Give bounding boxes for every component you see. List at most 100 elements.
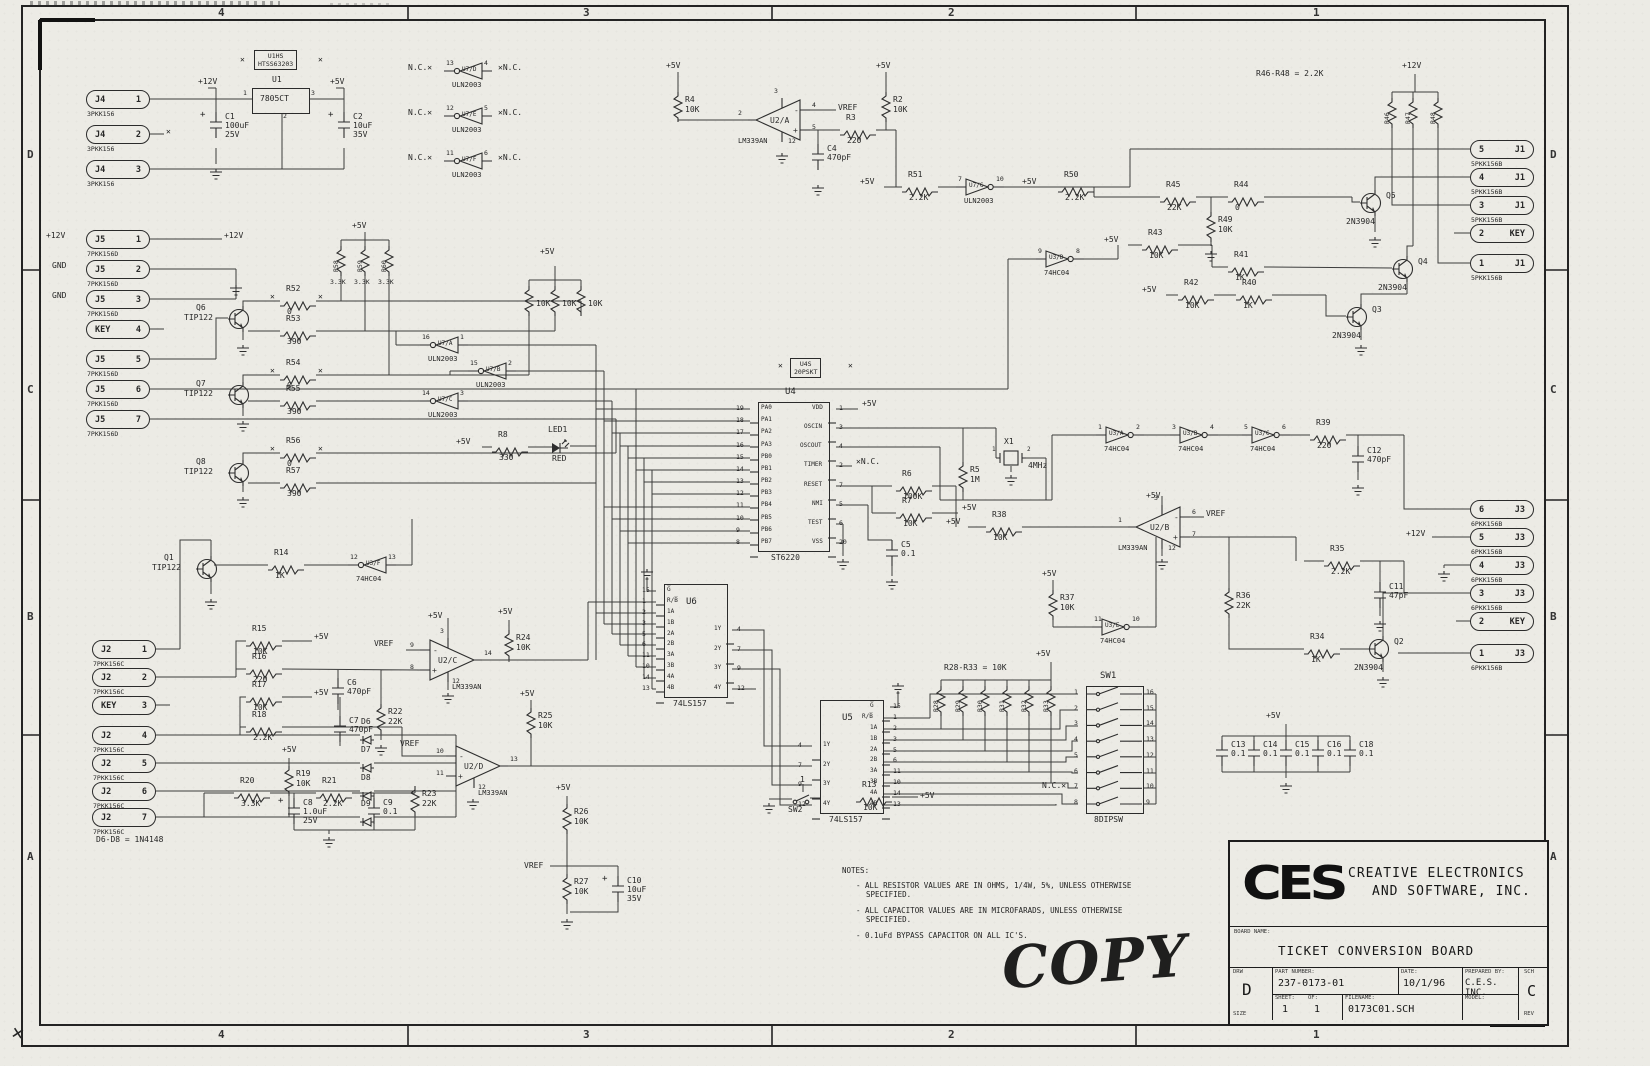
- pin-number: 8: [736, 538, 740, 546]
- resistor-name: R24: [516, 633, 531, 642]
- resistor-r44: [1228, 192, 1264, 211]
- resistor-r27: [561, 874, 573, 908]
- pin-number: 14: [422, 389, 430, 397]
- ground-symbol: [836, 556, 850, 575]
- ground-symbol: [1204, 248, 1218, 267]
- capacitor-value: 0.1: [1359, 749, 1374, 758]
- pin-number: 12: [736, 489, 744, 498]
- pin-wire: [656, 602, 664, 621]
- svg-text:+: +: [793, 126, 798, 135]
- resistor-value: 2.2K: [323, 799, 343, 808]
- pin-number: 2: [893, 723, 897, 732]
- pin-name: 2Y: [714, 644, 722, 652]
- capacitor-c15: [1280, 740, 1292, 770]
- pin-number: 6: [1282, 423, 1286, 431]
- resistor-value: 10K: [1149, 251, 1164, 260]
- pin-number: 9: [1146, 798, 1150, 806]
- ground-symbol: [466, 796, 480, 815]
- pin-name: 4A: [667, 673, 675, 681]
- diode-name: D8: [361, 773, 371, 782]
- pin-wire: [656, 624, 664, 643]
- resistor-r5: [957, 462, 969, 496]
- dnp-x-mark: ✕: [270, 366, 275, 375]
- pin-number: 1: [243, 89, 247, 97]
- pin-number: 16: [422, 333, 430, 341]
- resistor-value: 390: [287, 407, 302, 416]
- capacitor-name: C2: [353, 112, 363, 121]
- ground-symbol: [1376, 674, 1390, 693]
- sheet-value: 1: [1282, 1004, 1289, 1015]
- capacitor-value: 0.1: [1295, 749, 1310, 758]
- dnp-x-mark: ✕: [318, 444, 323, 453]
- capacitor-voltage: 35V: [627, 894, 642, 903]
- pin-wire: [656, 613, 664, 632]
- transistor-part: TIP122: [184, 467, 213, 476]
- resistor-r4: [672, 92, 684, 126]
- gate-part: 74HC04: [1178, 445, 1204, 453]
- resistor-r58: [335, 246, 347, 280]
- resistor-r25: [525, 708, 537, 742]
- pin-number: 1: [460, 333, 464, 341]
- resistor-name: R2: [893, 95, 903, 104]
- resistor-value: 2.2K: [253, 733, 273, 742]
- inverter-gate-u3-c: [1242, 426, 1290, 448]
- ic-part: ST6220: [771, 553, 800, 562]
- gate-name: U3/A: [1109, 430, 1124, 437]
- net-label: +5V: [282, 745, 297, 754]
- net-label: +5V: [946, 517, 961, 526]
- inverter-gate-u7-b: [468, 362, 516, 384]
- net-label: +5V: [520, 689, 535, 698]
- pin-number: 12: [446, 104, 454, 112]
- resistor-r18: [246, 722, 282, 741]
- resistor-name: R17: [252, 680, 267, 689]
- dnp-x-mark: ✕: [166, 127, 171, 136]
- pin-number: 11: [893, 767, 901, 776]
- gate-part: ULN2003: [452, 81, 482, 89]
- resistor-r39: [1310, 430, 1346, 449]
- net-label: ✕N.C.: [498, 63, 523, 72]
- led-led1: [552, 439, 572, 459]
- ground-symbol: [374, 742, 388, 761]
- pin-wire: [882, 707, 890, 726]
- svg-text:U2/B: U2/B: [1150, 523, 1169, 532]
- ces-logo: CES: [1242, 856, 1349, 910]
- pin-number: 2: [1074, 703, 1078, 712]
- capacitor-voltage: 25V: [303, 816, 318, 825]
- resistor-r32: [1023, 686, 1035, 720]
- resistor-name: R22: [388, 707, 403, 716]
- pin-number: 10: [436, 747, 444, 755]
- dnp-x-mark: ✕: [270, 444, 275, 453]
- capacitor-c2: [338, 112, 350, 142]
- pin-number: 3: [1172, 423, 1176, 431]
- connector-part-number: 7PKK156D: [87, 430, 119, 438]
- pin-number: 1: [992, 446, 996, 453]
- diode-name: D9: [361, 799, 371, 808]
- inverter-gate-u3-d: [1036, 250, 1084, 272]
- drw-label: DRW: [1233, 969, 1243, 975]
- dip-switch-contacts: [1086, 686, 1142, 816]
- resistor-r43: [1142, 240, 1178, 259]
- resistor-name: R57: [286, 466, 301, 475]
- title-block: CES CREATIVE ELECTRONICS AND SOFTWARE, I…: [1228, 840, 1549, 1026]
- pin-number: 2: [1027, 446, 1031, 453]
- capacitor-value: 470pF: [827, 153, 852, 162]
- net-label: +5V: [860, 177, 875, 186]
- inverter-gate-u7-d: [444, 62, 492, 84]
- of-value: 1: [1314, 1004, 1321, 1015]
- gate-name: U3/E: [1105, 622, 1120, 629]
- pin-number: 15: [893, 702, 901, 710]
- prepared-by-label: PREPARED BY:: [1465, 969, 1505, 975]
- net-label: GND: [52, 261, 67, 270]
- resistor-name: R56: [286, 436, 301, 445]
- resistor-value: 100K: [903, 492, 923, 501]
- pin-number: 9: [737, 664, 741, 673]
- gate-part: ULN2003: [428, 411, 458, 419]
- pin-name: 3B: [667, 662, 675, 670]
- pin-wire: [656, 667, 664, 686]
- polarity-plus: +: [602, 874, 608, 884]
- rev-label: REV: [1524, 1011, 1534, 1017]
- pin-name: 2B: [870, 756, 878, 764]
